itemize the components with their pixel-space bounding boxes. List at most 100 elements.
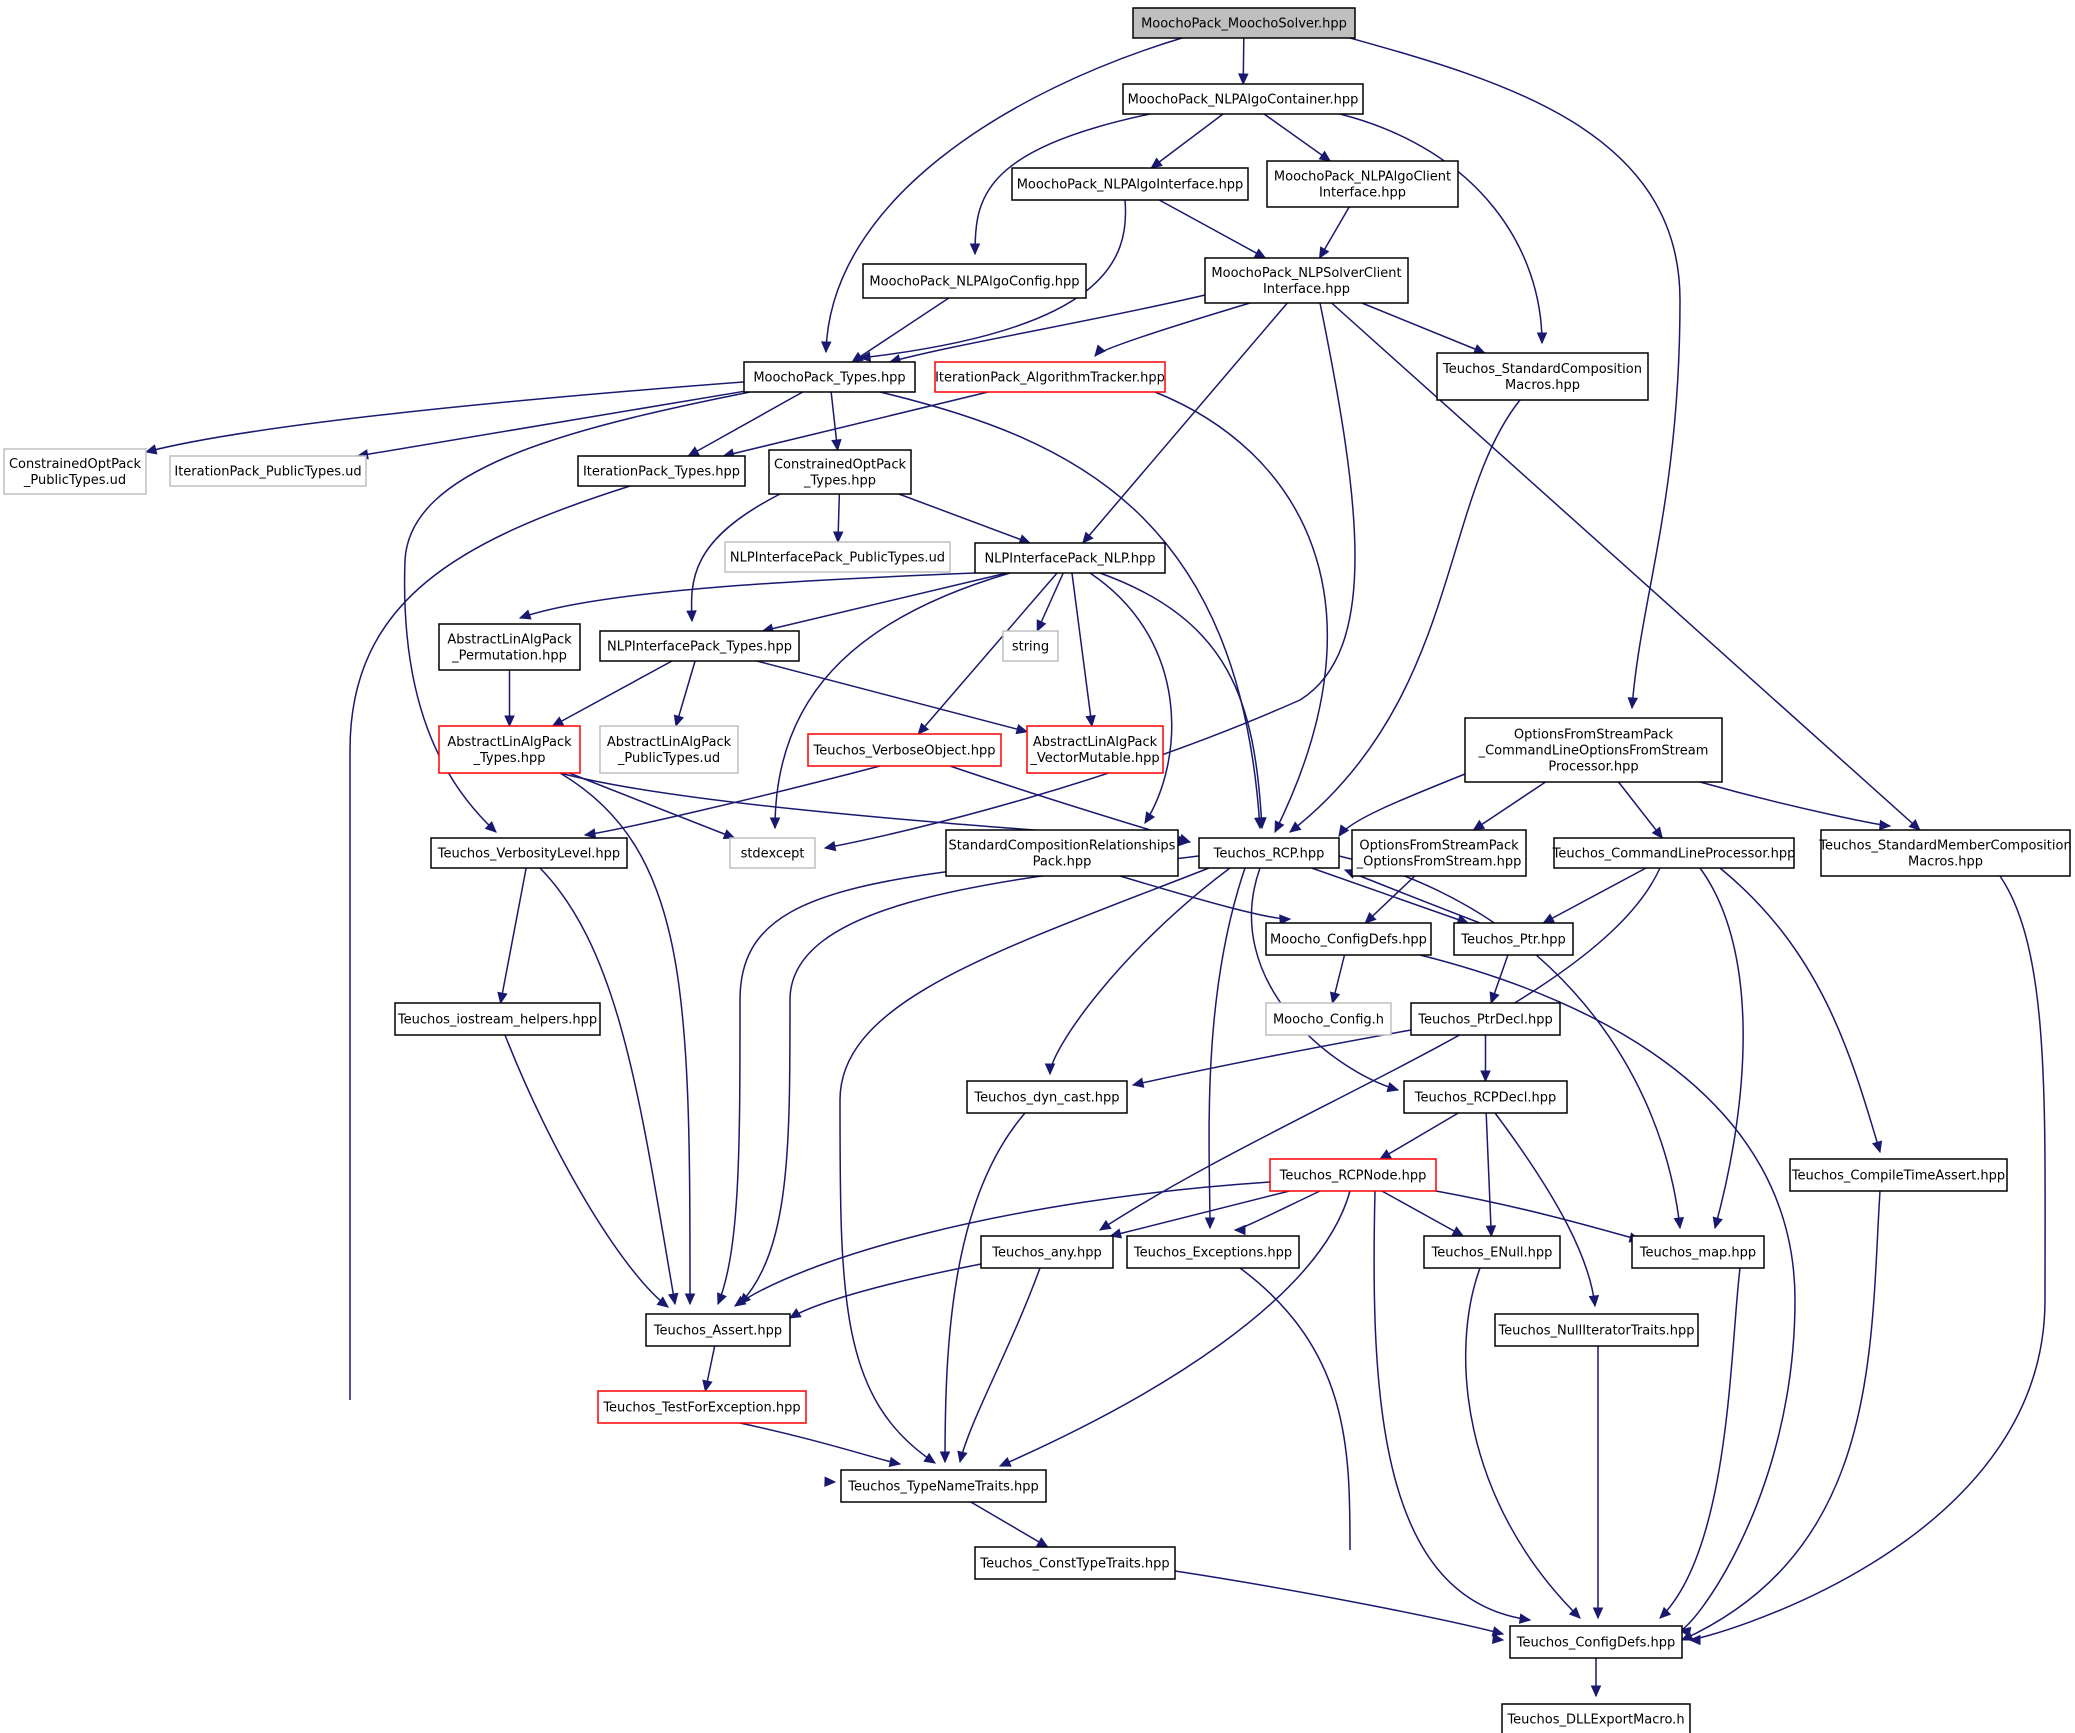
node-label: MoochoPack_NLPAlgoClient (1274, 170, 1451, 185)
edge-line (1110, 1190, 1290, 1237)
edge-arrowhead (1651, 826, 1664, 839)
edge-line (1089, 572, 1173, 824)
edge-line (839, 867, 1210, 1464)
node-rcpnode[interactable]: Teuchos_RCPNode.hpp (1269, 1158, 1437, 1192)
edge-algo_container-to-algo_client (1263, 113, 1332, 162)
node-rcp[interactable]: Teuchos_RCP.hpp (1198, 837, 1340, 869)
node-moocho-types[interactable]: MoochoPack_Types.hpp (743, 361, 916, 393)
node-moocho-configdefs[interactable]: Moocho_ConfigDefs.hpp (1265, 922, 1432, 956)
edge-scr_pack-to-assert (717, 869, 961, 1306)
node-box (980, 1235, 1114, 1269)
edge-nlp-to-perm (518, 572, 976, 620)
node-assert[interactable]: Teuchos_Assert.hpp (645, 1313, 791, 1347)
edge-rcpnode-to-any (1109, 1190, 1290, 1239)
edge-arrowhead (583, 828, 597, 839)
node-compile-time-assert[interactable]: Teuchos_CompileTimeAssert.hpp (1789, 1158, 2008, 1192)
node-map[interactable]: Teuchos_map.hpp (1631, 1235, 1765, 1269)
node-dyn-cast[interactable]: Teuchos_dyn_cast.hpp (966, 1080, 1128, 1114)
edge-line (349, 485, 631, 1400)
node-null-iter[interactable]: Teuchos_NullIteratorTraits.hpp (1494, 1313, 1699, 1347)
edge-line (1659, 1267, 1741, 1619)
node-label: Teuchos_Exceptions.hpp (1133, 1246, 1292, 1261)
node-box (1026, 725, 1164, 774)
node-const-type[interactable]: Teuchos_ConstTypeTraits.hpp (974, 1546, 1176, 1580)
edge-arrowhead (1590, 1685, 1602, 1698)
edge-line (774, 572, 1011, 829)
node-box (1553, 837, 1795, 869)
node-ofs-cmdline[interactable]: OptionsFromStreamPack_CommandLineOptions… (1464, 717, 1723, 783)
node-algo-container[interactable]: MoochoPack_NLPAlgoContainer.hpp (1122, 83, 1364, 115)
node-enull[interactable]: Teuchos_ENull.hpp (1423, 1235, 1561, 1269)
node-any[interactable]: Teuchos_any.hpp (980, 1235, 1114, 1269)
node-algo-tracker[interactable]: IterationPack_AlgorithmTracker.hpp (934, 361, 1166, 393)
edge-arrowhead (1386, 1081, 1400, 1093)
node-iter-types[interactable]: IterationPack_Types.hpp (577, 455, 746, 487)
node-type-name[interactable]: Teuchos_TypeNameTraits.hpp (840, 1469, 1047, 1503)
node-vec-mut[interactable]: AbstractLinAlgPack_VectorMutable.hpp (1026, 725, 1164, 774)
edge-nlp-to-scr_pack (1089, 572, 1173, 825)
edge-arrowhead (957, 1450, 968, 1464)
edge-rcp-to-map (1338, 855, 1685, 1230)
node-label: _OptionsFromStream.hpp (1356, 855, 1522, 870)
edge-line (1036, 572, 1064, 632)
node-box (1132, 7, 1356, 39)
edge-line (1349, 37, 1681, 709)
node-verbose-obj[interactable]: Teuchos_VerboseObject.hpp (807, 733, 1002, 767)
node-dll-export[interactable]: Teuchos_DLLExportMacro.h (1501, 1703, 1691, 1733)
node-nlp-public[interactable]: NLPInterfacePack_PublicTypes.ud (724, 541, 951, 573)
node-ala-public[interactable]: AbstractLinAlgPack_PublicTypes.ud (599, 725, 739, 774)
node-iostream-helpers[interactable]: Teuchos_iostream_helpers.hpp (394, 1002, 601, 1036)
node-algo-config[interactable]: MoochoPack_NLPAlgoConfig.hpp (862, 263, 1087, 299)
edge-line (1099, 572, 1263, 829)
node-moocho-config[interactable]: Moocho_Config.h (1265, 1002, 1392, 1036)
node-ptrdecl[interactable]: Teuchos_PtrDecl.hpp (1410, 1002, 1561, 1036)
node-box (599, 630, 800, 662)
edge-teuchos_configdefs-to-dll_export (1590, 1657, 1602, 1698)
node-box (1198, 837, 1340, 869)
node-box (1126, 1235, 1300, 1269)
edge-arrowhead (824, 1476, 837, 1487)
edge-line (1239, 1267, 1351, 1551)
node-algo-interface[interactable]: MoochoPack_NLPAlgoInterface.hpp (1011, 167, 1249, 201)
node-string[interactable]: string (1002, 630, 1059, 662)
node-std-member-macros[interactable]: Teuchos_StandardMemberCompositionMacros.… (1818, 829, 2072, 877)
node-cmdline-proc[interactable]: Teuchos_CommandLineProcessor.hpp (1552, 837, 1796, 869)
node-solver[interactable]: MoochoPack_MoochoSolver.hpp (1132, 7, 1356, 39)
edge-line (825, 37, 1183, 353)
node-label: Pack.hpp (1033, 855, 1092, 870)
edge-line (1263, 113, 1331, 162)
node-perm[interactable]: AbstractLinAlgPack_Permutation.hpp (438, 623, 581, 671)
edge-nlp-to-vec_mut (1071, 572, 1096, 728)
node-teuchos-configdefs[interactable]: Teuchos_ConfigDefs.hpp (1509, 1625, 1683, 1659)
node-stdexcept[interactable]: stdexcept (729, 837, 816, 869)
edge-line (1719, 867, 1881, 1153)
edge-arrowhead (939, 1451, 951, 1464)
node-test-for-exc[interactable]: Teuchos_TestForException.hpp (597, 1390, 807, 1424)
node-box (1509, 1625, 1683, 1659)
edge-arrowhead (1491, 1626, 1505, 1637)
node-exceptions[interactable]: Teuchos_Exceptions.hpp (1126, 1235, 1300, 1269)
edge-copt_types-to-nlp_types (686, 493, 781, 623)
node-ptr[interactable]: Teuchos_Ptr.hpp (1453, 922, 1574, 956)
node-copt-public[interactable]: ConstrainedOptPack_PublicTypes.ud (3, 448, 147, 495)
node-rcpdecl[interactable]: Teuchos_RCPDecl.hpp (1403, 1080, 1568, 1114)
node-iter-public[interactable]: IterationPack_PublicTypes.ud (169, 455, 367, 487)
node-label: NLPInterfacePack_PublicTypes.ud (730, 551, 945, 566)
node-ala-types[interactable]: AbstractLinAlgPack_Types.hpp (438, 725, 581, 774)
node-box (974, 542, 1166, 574)
node-label: Teuchos_CommandLineProcessor.hpp (1552, 847, 1796, 862)
edge-cmdline_proc-to-map (1699, 867, 1744, 1230)
node-nlp-types[interactable]: NLPInterfacePack_Types.hpp (599, 630, 800, 662)
node-ofs-stream[interactable]: OptionsFromStreamPack_OptionsFromStream.… (1351, 829, 1527, 877)
node-copt-types[interactable]: ConstrainedOptPack_Types.hpp (768, 449, 912, 495)
node-box (1265, 922, 1432, 956)
node-nlp[interactable]: NLPInterfacePack_NLP.hpp (974, 542, 1166, 574)
edge-any-to-assert (788, 1263, 982, 1319)
edge-rcp-to-ptr (1311, 867, 1470, 925)
node-label: MoochoPack_Types.hpp (753, 371, 905, 386)
node-verb-level[interactable]: Teuchos_VerbosityLevel.hpp (430, 837, 628, 869)
